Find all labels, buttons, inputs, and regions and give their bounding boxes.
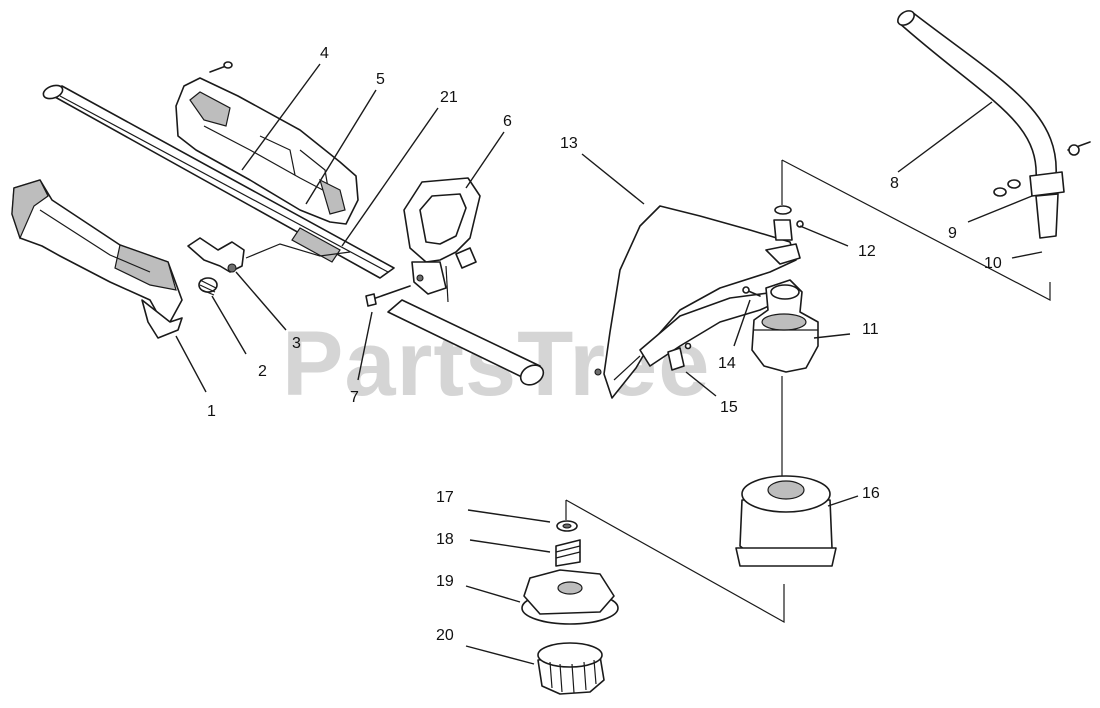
part-8-curved-shaft [897, 10, 1091, 239]
part-15-clip [667, 342, 692, 371]
upper-shaft-tube [42, 84, 395, 279]
part-18-spring [555, 539, 581, 567]
part-4-5-upper-housing [175, 61, 359, 225]
part-16-spool-housing [735, 475, 837, 567]
part-19-spool [521, 569, 619, 625]
callout-17: 17 [436, 489, 454, 506]
callout-6: 6 [503, 113, 512, 130]
callout-5: 5 [376, 71, 385, 88]
callout-15: 15 [720, 399, 738, 416]
callout-16: 16 [862, 485, 880, 502]
callout-1: 1 [207, 403, 216, 420]
part-3-trigger [187, 237, 245, 273]
part-11-gear-head [751, 279, 819, 373]
callout-11: 11 [862, 321, 879, 338]
callout-18: 18 [436, 531, 454, 548]
part-1-handle-housing [11, 179, 183, 339]
callout-7: 7 [350, 389, 359, 406]
callout-labels: 1 2 3 4 5 6 7 8 9 10 11 12 13 14 15 16 1… [207, 45, 1002, 644]
callout-3: 3 [292, 335, 301, 352]
callout-12: 12 [858, 243, 876, 260]
lower-shaft-tube [387, 299, 545, 386]
part-20-bump-knob [537, 642, 605, 695]
callout-14: 14 [718, 355, 736, 372]
part-14-screw [742, 286, 761, 297]
callout-4: 4 [320, 45, 329, 62]
part-7-bolt [365, 285, 411, 307]
callout-21: 21 [440, 89, 458, 106]
part-17-washer [556, 520, 578, 532]
callout-2: 2 [258, 363, 267, 380]
callout-8: 8 [890, 175, 899, 192]
part-6-assist-handle [403, 177, 481, 295]
callout-19: 19 [436, 573, 454, 590]
callout-20: 20 [436, 627, 454, 644]
part-2-spring [198, 277, 218, 296]
leader-lines [175, 63, 1043, 665]
assembly-lines [245, 159, 1051, 624]
callout-13: 13 [560, 135, 578, 152]
part-12-bracket [765, 205, 804, 265]
part-9-washers [993, 179, 1021, 197]
callout-10: 10 [984, 255, 1002, 272]
callout-9: 9 [948, 225, 957, 242]
